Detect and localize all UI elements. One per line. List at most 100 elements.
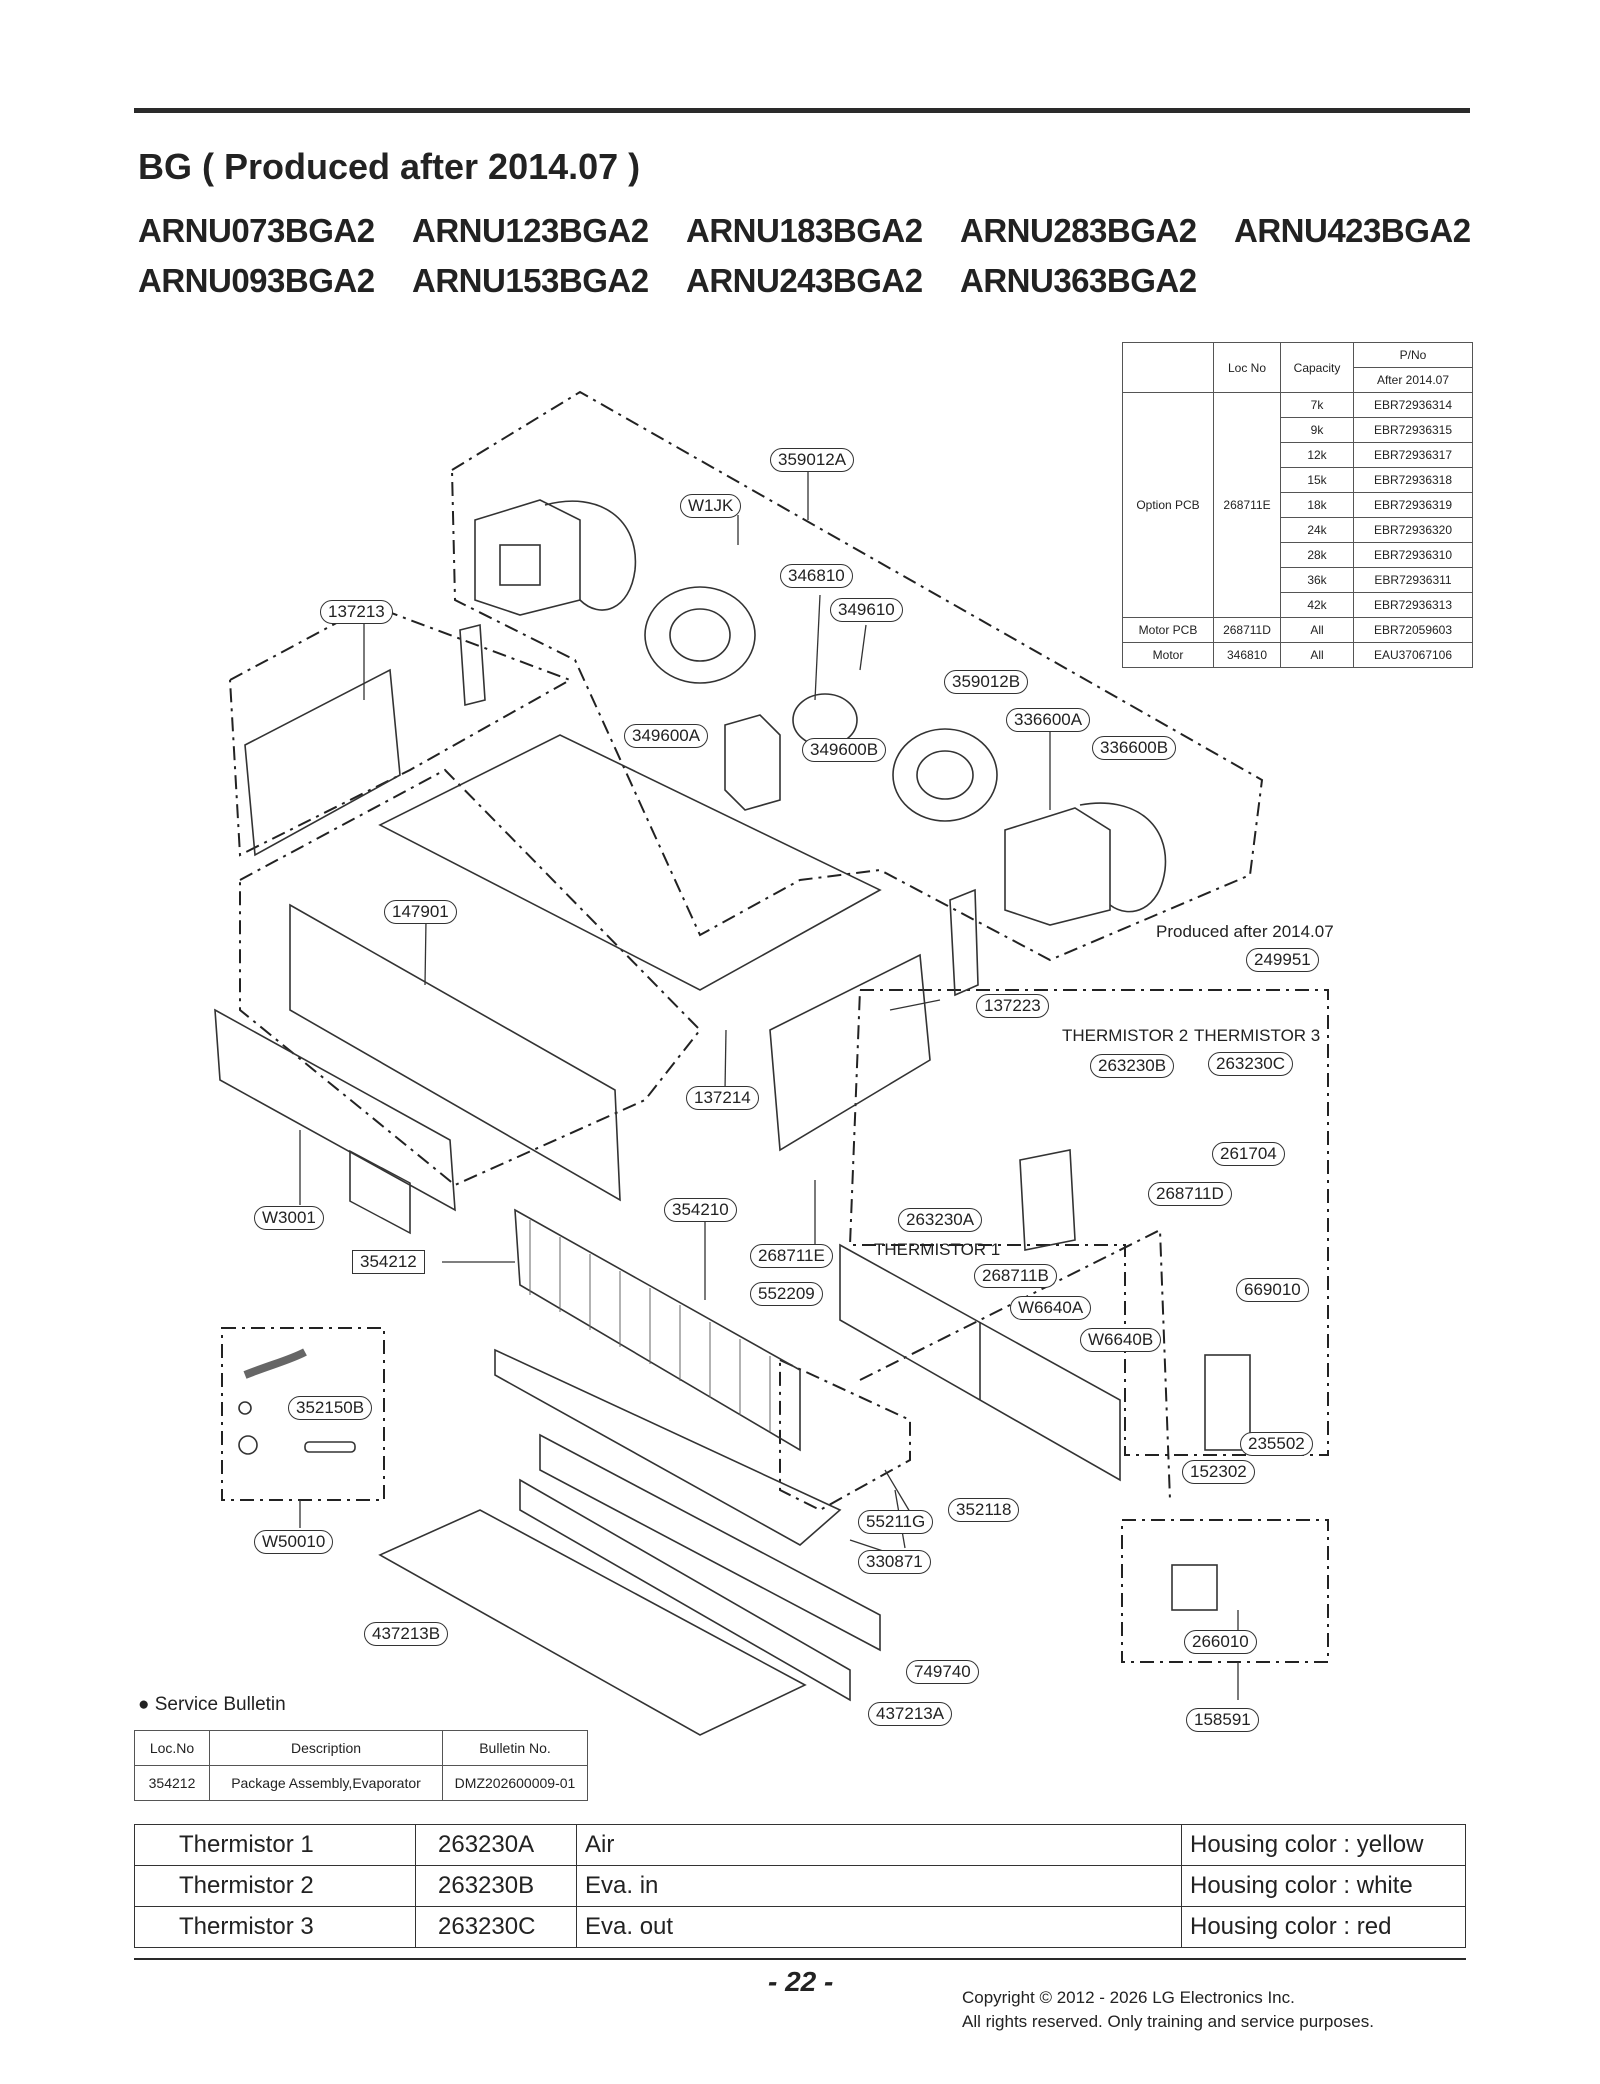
sb-cell: DMZ202600009-01: [442, 1765, 588, 1801]
part-label: 263230B: [1090, 1054, 1175, 1078]
part-number-table: Loc No Capacity P/No After 2014.07 Optio…: [1122, 342, 1473, 668]
page-title: BG ( Produced after 2014.07 ): [138, 146, 641, 187]
fan-housing-right: [1004, 807, 1111, 926]
right-side-panel: [769, 953, 931, 1152]
part-label: 158591: [1186, 1708, 1259, 1732]
sb-cell: 354212: [134, 1765, 210, 1801]
part-label: 749740: [906, 1660, 979, 1684]
part-label: 352150B: [288, 1396, 373, 1420]
thermistor-color: Housing color : yellow: [1181, 1824, 1466, 1866]
sb-cell: Package Assembly,Evaporator: [209, 1765, 443, 1801]
part-label: 268711E: [750, 1244, 833, 1268]
part-label: 349600B: [802, 738, 887, 762]
thermistor-color: Housing color : white: [1181, 1865, 1466, 1907]
leader-dashed: [859, 1228, 1171, 1501]
bottom-rail-2: [519, 1478, 851, 1702]
part-label: 346810: [780, 564, 853, 588]
part-label: 137213: [320, 600, 393, 624]
side-panel-boundary: [229, 603, 573, 857]
service-bulletin-title: ● Service Bulletin: [138, 1694, 286, 1715]
side-panel: [244, 668, 401, 857]
thermistor-part: 263230B: [415, 1865, 577, 1907]
drain-hose: [243, 1348, 307, 1379]
part-label: 336600A: [1006, 708, 1091, 732]
page-number: - 22 -: [768, 1966, 834, 1997]
model-name: ARNU423BGA2: [1234, 212, 1471, 249]
part-label: W1JK: [680, 494, 742, 518]
model-name: ARNU153BGA2: [412, 262, 649, 299]
part-label: 235502: [1240, 1432, 1313, 1456]
option-pcb-loc: 268711E: [1213, 392, 1281, 618]
washer: [238, 1401, 252, 1415]
model-name: ARNU363BGA2: [960, 262, 1197, 299]
capacity-cell: 7k: [1280, 392, 1354, 418]
part-label: 349600A: [624, 724, 709, 748]
part-label: 147901: [384, 900, 457, 924]
part-label: 137214: [686, 1086, 759, 1110]
part-label: 263230A: [898, 1208, 983, 1232]
thermistor-2-label: THERMISTOR 2: [1062, 1026, 1189, 1045]
part-label: 266010: [1184, 1630, 1257, 1654]
part-label: 330871: [858, 1550, 931, 1574]
thermistor-name: Thermistor 2: [134, 1865, 416, 1907]
model-name: ARNU123BGA2: [412, 212, 649, 249]
part-label: 55211G: [858, 1510, 934, 1534]
part-label: 268711D: [1148, 1182, 1232, 1206]
control-box-boundary: [848, 989, 1329, 1456]
model-name: ARNU283BGA2: [960, 212, 1197, 249]
control-box: [1019, 1149, 1076, 1251]
copyright-line: Copyright © 2012 - 2026 LG Electronics I…: [962, 1988, 1295, 2007]
bottom-panel: [378, 1509, 807, 1736]
clamp: [238, 1435, 258, 1455]
capacity-cell: 42k: [1280, 592, 1354, 618]
insulation: [304, 1441, 356, 1453]
thermistor-location: Air: [576, 1824, 1182, 1866]
part-label: 669010: [1236, 1278, 1309, 1302]
thermistor-table: Thermistor 1 263230A Air Housing color :…: [134, 1824, 1466, 1948]
thermistor-location: Eva. out: [576, 1906, 1182, 1948]
capacity-cell: All: [1280, 642, 1354, 668]
part-label: 336600B: [1092, 736, 1177, 760]
thermistor-color: Housing color : red: [1181, 1906, 1466, 1948]
fan-outlet-left: [499, 544, 541, 586]
bottom-rule: [134, 1958, 1466, 1960]
model-name: ARNU183BGA2: [686, 212, 923, 249]
part-label: 349610: [830, 598, 903, 622]
part-label: W6640A: [1010, 1296, 1092, 1320]
sb-header: Bulletin No.: [442, 1730, 588, 1766]
cover-plate: [1204, 1354, 1251, 1451]
part-label: 263230C: [1208, 1052, 1294, 1076]
motor-name: Motor: [1122, 642, 1214, 668]
fan-scroll-right: [1079, 802, 1167, 913]
part-label: 352118: [948, 1498, 1020, 1522]
front-panel-window: [349, 1149, 411, 1235]
thermistor-part: 263230A: [415, 1824, 577, 1866]
table-row: Thermistor 1 263230A Air Housing color :…: [134, 1824, 1466, 1866]
drain-kit-boundary: [779, 1359, 911, 1512]
sb-header: Loc.No: [134, 1730, 210, 1766]
fan-wheel-right: [892, 728, 998, 822]
option-pcb-name: Option PCB: [1122, 392, 1214, 618]
capacity-cell: 15k: [1280, 467, 1354, 493]
motor-bracket: [724, 714, 781, 811]
motor-pcb-name: Motor PCB: [1122, 617, 1214, 643]
float-switch: [1171, 1564, 1218, 1611]
pno-cell: EBR72936314: [1353, 392, 1473, 418]
thermistor-name: Thermistor 1: [134, 1824, 416, 1866]
part-label: 249951: [1246, 948, 1319, 972]
thermistor-part: 263230C: [415, 1906, 577, 1948]
part-label: 354212: [352, 1250, 425, 1274]
fan-wheel-hub-right: [916, 750, 974, 800]
evaporator-coil: [514, 1208, 801, 1452]
top-plate: [378, 734, 882, 991]
air-filter: [839, 1243, 1121, 1482]
model-name: ARNU243BGA2: [686, 262, 923, 299]
capacity-cell: 36k: [1280, 567, 1354, 593]
fan-housing-left: [474, 499, 581, 616]
rights-line: All rights reserved. Only training and s…: [962, 2012, 1374, 2031]
blower-group-boundary: [451, 390, 1264, 962]
service-bulletin-table: Loc.No Description Bulletin No. 354212 P…: [134, 1730, 588, 1801]
model-list: ARNU073BGA2 ARNU123BGA2 ARNU183BGA2 ARNU…: [138, 212, 1478, 300]
part-label: 359012A: [770, 448, 855, 472]
